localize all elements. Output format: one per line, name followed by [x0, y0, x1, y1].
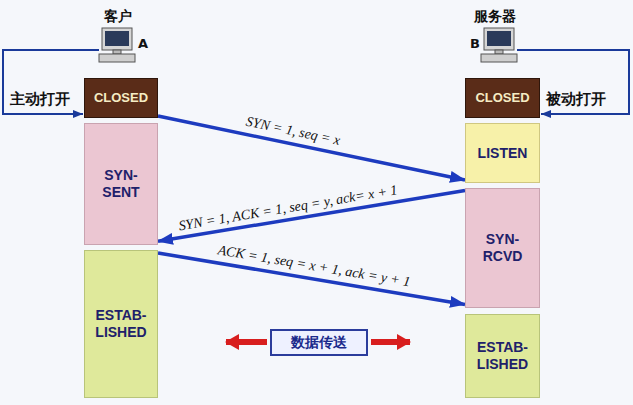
state-box: CLOSED	[84, 78, 158, 118]
message-arrow	[158, 116, 465, 180]
monitor	[102, 28, 132, 50]
state-box: ESTAB- LISHED	[84, 250, 158, 398]
host-label: 客户	[104, 8, 132, 26]
state-name: CLOSED	[94, 90, 148, 106]
open-label: 被动打开	[546, 90, 606, 109]
open-label: 主动打开	[10, 90, 70, 109]
state-name: LISTEN	[478, 145, 528, 162]
host-letter: A	[138, 36, 148, 51]
monitor	[484, 28, 514, 50]
data-transfer-box: 数据传送	[270, 329, 368, 356]
state-name: SYN- RCVD	[473, 231, 533, 265]
message-label: SYN = 1, ACK = 1, seq = y, ack= x + 1	[177, 182, 398, 233]
message-label: SYN = 1, seq = x	[244, 113, 341, 148]
data-arrow-left	[226, 339, 267, 345]
state-box: SYN- SENT	[84, 123, 158, 245]
host-letter: B	[470, 36, 480, 51]
screen	[487, 31, 511, 46]
connectors	[158, 116, 465, 304]
state-name: ESTAB- LISHED	[473, 339, 533, 373]
state-name: ESTAB- LISHED	[91, 307, 151, 341]
state-name: SYN- SENT	[91, 167, 151, 201]
state-box: ESTAB- LISHED	[465, 314, 540, 398]
computer-base	[481, 54, 517, 62]
screen	[105, 31, 129, 46]
state-name: 数据传送	[291, 334, 347, 351]
host-label: 服务器	[474, 8, 516, 26]
monitor-neck	[113, 50, 121, 54]
monitor-neck	[495, 50, 503, 54]
state-box: CLOSED	[465, 78, 540, 118]
state-box: SYN- RCVD	[465, 188, 540, 308]
client-computer	[99, 28, 135, 62]
message-label: ACK = 1, seq = x + 1, ack = y + 1	[216, 242, 411, 289]
server-computer	[481, 28, 517, 62]
state-name: CLOSED	[475, 90, 529, 106]
data-arrow-right	[371, 339, 410, 345]
state-box: LISTEN	[465, 123, 540, 183]
computer-base	[99, 54, 135, 62]
